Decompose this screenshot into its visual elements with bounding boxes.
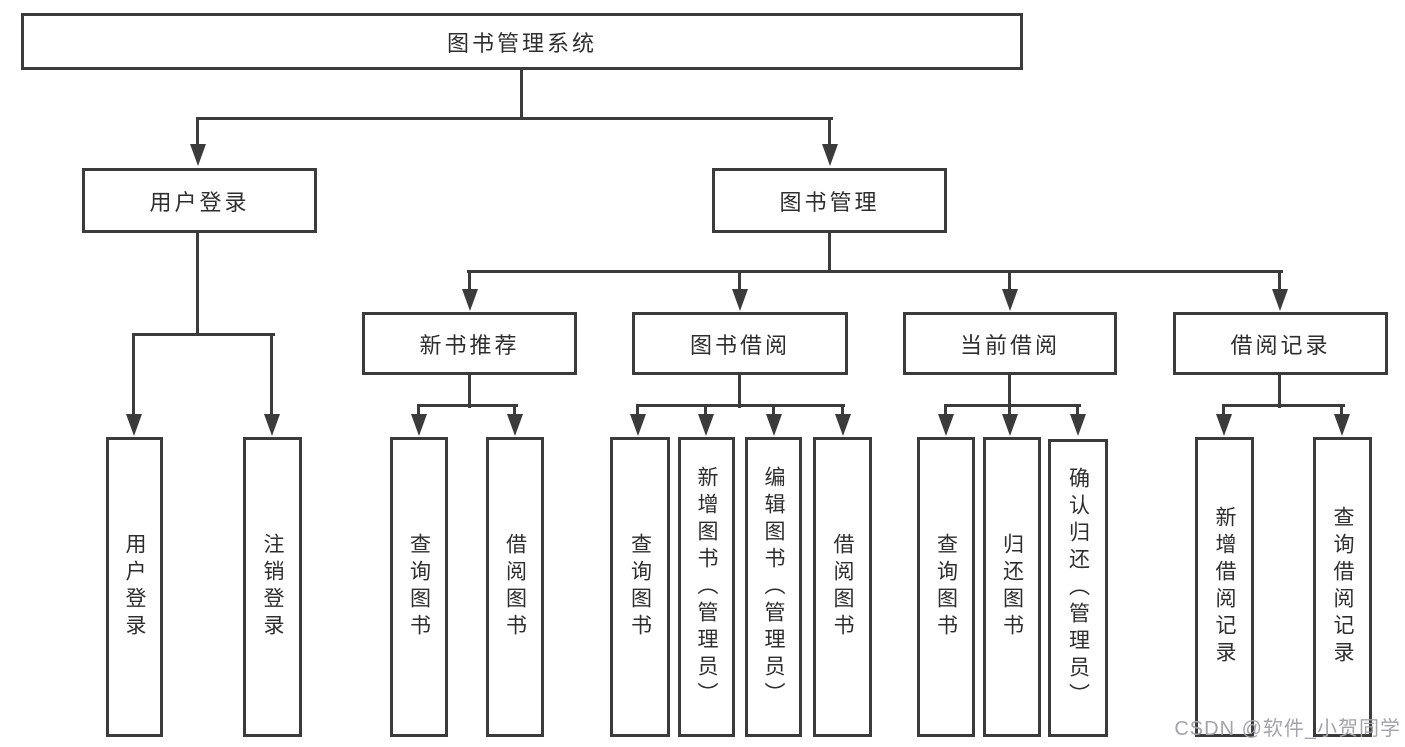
connector-g3-drop1: [636, 404, 639, 416]
leaf-user-login: 用户登录: [106, 437, 163, 737]
connector-user-login-stem: [196, 233, 199, 336]
leaf-add-borrow-record: 新增借阅记录: [1195, 437, 1254, 737]
leaf-query-book-current-label: 查询图书: [934, 533, 958, 641]
connector-root-stem: [520, 70, 523, 120]
connector-g3-drop4: [841, 404, 844, 416]
arrow-g3-leaf2: [698, 414, 714, 436]
leaf-query-book-borrow-label: 查询图书: [628, 533, 652, 641]
leaf-return-book: 归还图书: [983, 437, 1041, 737]
arrow-book-mgmt: [822, 144, 838, 166]
node-user-login-label: 用户登录: [149, 189, 250, 215]
node-book-management-label: 图书管理: [779, 189, 880, 215]
leaf-logout-login-label: 注销登录: [261, 533, 284, 641]
connector-user-login-rail: [132, 333, 275, 336]
connector-drop-borrow-record: [1278, 270, 1281, 290]
connector-drop-book-mgmt: [828, 117, 831, 145]
connector-g3-rail: [636, 404, 845, 407]
arrow-g5-leaf2: [1334, 414, 1350, 436]
leaf-query-borrow-record-label: 查询借阅记录: [1331, 506, 1354, 668]
connector-g5-rail: [1222, 404, 1345, 407]
connector-g2-drop1: [417, 404, 420, 416]
leaf-user-login-label: 用户登录: [123, 533, 146, 641]
connector-g2-rail: [417, 404, 518, 407]
node-borrow-record: 借阅记录: [1173, 312, 1388, 375]
arrow-user-login: [190, 144, 206, 166]
leaf-logout-login: 注销登录: [243, 437, 302, 737]
arrow-leaf-logout: [264, 414, 280, 436]
arrow-g2-leaf1: [411, 414, 427, 436]
connector-g3-drop3: [772, 404, 775, 416]
leaf-borrow-book-recommend: 借阅图书: [486, 437, 544, 737]
node-book-management: 图书管理: [712, 168, 947, 233]
connector-g2-drop2: [513, 404, 516, 416]
connector-g5-stem: [1278, 375, 1281, 408]
connector-drop-user-login: [196, 117, 199, 145]
leaf-edit-book-admin-label: 编辑图书（管理员）: [762, 465, 785, 709]
connector-drop-leaf-logout: [270, 333, 273, 415]
arrow-borrow-record: [1272, 289, 1288, 311]
leaf-query-borrow-record: 查询借阅记录: [1313, 437, 1372, 737]
node-root-label: 图书管理系统: [446, 30, 597, 56]
leaf-query-book-borrow: 查询图书: [610, 437, 670, 737]
arrow-new-book: [462, 289, 478, 311]
leaf-add-book-admin: 新增图书（管理员）: [678, 437, 735, 737]
connector-drop-new-book: [468, 270, 471, 290]
arrow-leaf-user-login: [126, 414, 142, 436]
node-current-borrow-label: 当前借阅: [959, 332, 1060, 358]
arrow-g4-leaf3: [1070, 414, 1086, 436]
node-book-borrow: 图书借阅: [632, 312, 848, 375]
connector-drop-leaf-user-login: [132, 333, 135, 415]
leaf-confirm-return-admin: 确认归还（管理员）: [1048, 439, 1108, 737]
node-new-book-recommend-label: 新书推荐: [419, 332, 520, 358]
connector-g3-stem: [738, 375, 741, 408]
connector-g4-drop1: [944, 404, 947, 416]
leaf-borrow-book: 借阅图书: [813, 437, 872, 737]
leaf-query-book-recommend: 查询图书: [390, 437, 448, 737]
connector-g2-stem: [468, 375, 471, 408]
connector-g4-rail: [944, 404, 1081, 407]
arrow-g3-leaf4: [835, 414, 851, 436]
node-root: 图书管理系统: [21, 13, 1023, 70]
watermark-text: CSDN @软件_小贺同学: [1174, 718, 1401, 740]
arrow-g4-leaf1: [938, 414, 954, 436]
leaf-edit-book-admin: 编辑图书（管理员）: [745, 437, 802, 737]
leaf-query-book-recommend-label: 查询图书: [407, 533, 431, 641]
node-current-borrow: 当前借阅: [903, 312, 1117, 375]
leaf-borrow-book-recommend-label: 借阅图书: [503, 533, 527, 641]
arrow-g2-leaf2: [507, 414, 523, 436]
connector-level1-rail: [196, 117, 833, 120]
connector-g5-drop1: [1222, 404, 1225, 416]
leaf-add-borrow-record-label: 新增借阅记录: [1213, 506, 1236, 668]
connector-book-mgmt-stem: [828, 233, 831, 273]
arrow-current-borrow: [1002, 289, 1018, 311]
arrow-g3-leaf1: [630, 414, 646, 436]
leaf-add-book-admin-label: 新增图书（管理员）: [695, 465, 718, 709]
connector-drop-current-borrow: [1008, 270, 1011, 290]
connector-g4-stem: [1008, 375, 1011, 408]
connector-g4-drop3: [1076, 404, 1079, 416]
node-book-borrow-label: 图书借阅: [689, 332, 790, 358]
connector-level3-rail: [467, 270, 1283, 273]
arrow-g5-leaf1: [1216, 414, 1232, 436]
node-user-login: 用户登录: [82, 168, 317, 233]
node-borrow-record-label: 借阅记录: [1230, 332, 1331, 358]
connector-g4-drop2: [1008, 404, 1011, 416]
arrow-g4-leaf2: [1002, 414, 1018, 436]
connector-drop-book-borrow: [738, 270, 741, 290]
leaf-borrow-book-label: 借阅图书: [831, 533, 854, 641]
leaf-confirm-return-admin-label: 确认归还（管理员）: [1066, 466, 1090, 710]
leaf-query-book-current: 查询图书: [917, 437, 975, 737]
connector-g3-drop2: [704, 404, 707, 416]
node-new-book-recommend: 新书推荐: [362, 312, 577, 375]
connector-g5-drop2: [1340, 404, 1343, 416]
arrow-book-borrow: [732, 289, 748, 311]
leaf-return-book-label: 归还图书: [1000, 533, 1024, 641]
arrow-g3-leaf3: [766, 414, 782, 436]
